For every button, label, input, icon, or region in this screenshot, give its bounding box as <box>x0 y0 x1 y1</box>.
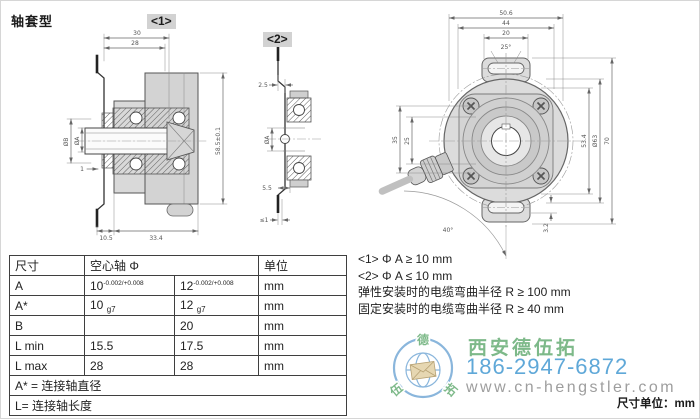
table-row: L min 15.5 17.5 mm <box>9 335 348 356</box>
dim-label: 2.5 <box>258 82 268 89</box>
flange-section-view: 2.5 ØA 5.5 ≤1 <box>258 43 323 225</box>
watermark-website: www.cn-hengstler.com <box>466 379 677 396</box>
unit-note: 尺寸单位：mm <box>617 398 695 410</box>
dim-label: 58.5±0.1 <box>215 127 222 155</box>
table-cell: mm <box>258 275 348 296</box>
watermark-company: 西安德伍拓 <box>468 338 579 359</box>
table-cell: A* <box>9 295 85 316</box>
dim-label: ØA <box>74 136 81 146</box>
table-cell: A <box>9 275 85 296</box>
header-hollow-shaft: 空心轴 Φ <box>83 255 260 276</box>
front-view: 50.6 44 20 25° 35 25 53.4 Ø63 70 3.2 40° <box>378 10 616 259</box>
header-unit: 单位 <box>258 255 348 276</box>
logo-char-left: 伍 <box>389 380 406 400</box>
table-cell: 17.5 <box>173 335 260 356</box>
dim-label: 20 <box>502 30 510 37</box>
dim-label: 53.4 <box>581 134 588 148</box>
table-cell: 28 <box>173 355 260 376</box>
dim-label: Ø63 <box>592 135 599 148</box>
footnote-l: L= 连接轴长度 <box>8 395 348 416</box>
table-row: A 10-0.002/+0.008 12-0.002/+0.008 mm <box>9 275 348 296</box>
dim-label: 5.5 <box>262 185 272 192</box>
logo-char-top: 德 <box>417 332 429 347</box>
watermark-logo: 德 伍 拓 <box>389 331 459 401</box>
table-footnote-row: L= 连接轴长度 <box>8 395 348 416</box>
table-cell: mm <box>258 295 348 316</box>
table-row: L max 28 28 mm <box>9 355 348 376</box>
note-line: 弹性安装时的电缆弯曲半径 R ≥ 100 mm <box>358 285 571 299</box>
table-cell: mm <box>258 355 348 376</box>
dim-label: 28 <box>131 40 139 47</box>
dim-label: 3.2 <box>543 223 550 233</box>
footnote-a: A* = 连接轴直径 <box>8 375 348 396</box>
table-cell: L max <box>9 355 85 376</box>
side-section-view: 30 28 58.5±0.1 10.5 33.4 ØB ØA 1 <box>63 30 228 242</box>
dim-label: 25 <box>404 137 411 145</box>
dim-label: 70 <box>604 137 611 145</box>
view2-tag: <2> <box>263 32 292 47</box>
table-cell: 15.5 <box>84 335 175 356</box>
dim-label: 40° <box>443 227 454 234</box>
table-cell: mm <box>258 335 348 356</box>
page-title: 轴套型 <box>11 14 54 29</box>
dim-label: 25° <box>501 44 512 51</box>
dim-label: 30 <box>133 30 141 37</box>
logo-char-right: 拓 <box>441 380 459 399</box>
dim-label: 1 <box>80 166 84 173</box>
table-cell: 12 g7 <box>173 295 260 316</box>
table-cell <box>84 315 175 336</box>
note-line: <1> Φ A ≥ 10 mm <box>358 252 453 266</box>
header-dimension: 尺寸 <box>9 255 85 276</box>
table-cell: 12-0.002/+0.008 <box>173 275 260 296</box>
table-header-row: 尺寸 空心轴 Φ 单位 <box>9 255 348 276</box>
table-cell: 10-0.002/+0.008 <box>84 275 175 296</box>
dim-label: 44 <box>502 20 510 27</box>
view1-tag: <1> <box>147 14 176 29</box>
table-row: A* 10 g7 12 g7 mm <box>9 295 348 316</box>
table-cell: mm <box>258 315 348 336</box>
dim-label: 10.5 <box>99 235 113 242</box>
table-footnote-row: A* = 连接轴直径 <box>8 375 348 396</box>
dim-label: ØB <box>63 138 70 147</box>
envelope-icon <box>409 360 437 381</box>
table-cell: L min <box>9 335 85 356</box>
table-row: B 20 mm <box>9 315 348 336</box>
note-line: 固定安装时的电缆弯曲半径 R ≥ 40 mm <box>358 301 564 316</box>
dim-label: 33.4 <box>149 235 163 242</box>
table-cell: B <box>9 315 85 336</box>
dim-label: ØA <box>264 135 271 145</box>
dim-label: 50.6 <box>499 10 513 17</box>
cable-gland <box>378 152 454 195</box>
dimensions-table: 尺寸 空心轴 Φ 单位 A 10-0.002/+0.008 12-0.002/+… <box>8 255 348 416</box>
dim-label: 35 <box>392 136 399 144</box>
dim-label: ≤1 <box>260 217 269 224</box>
note-line: <2> Φ A ≤ 10 mm <box>358 268 453 283</box>
watermark-phone: 186-2947-6872 <box>466 354 629 379</box>
notes-block: <1> Φ A ≥ 10 mm <2> Φ A ≤ 10 mm 弹性安装时的电缆… <box>358 251 571 317</box>
table-cell: 28 <box>84 355 175 376</box>
table-cell: 20 <box>173 315 260 336</box>
table-cell: 10 g7 <box>84 295 175 316</box>
